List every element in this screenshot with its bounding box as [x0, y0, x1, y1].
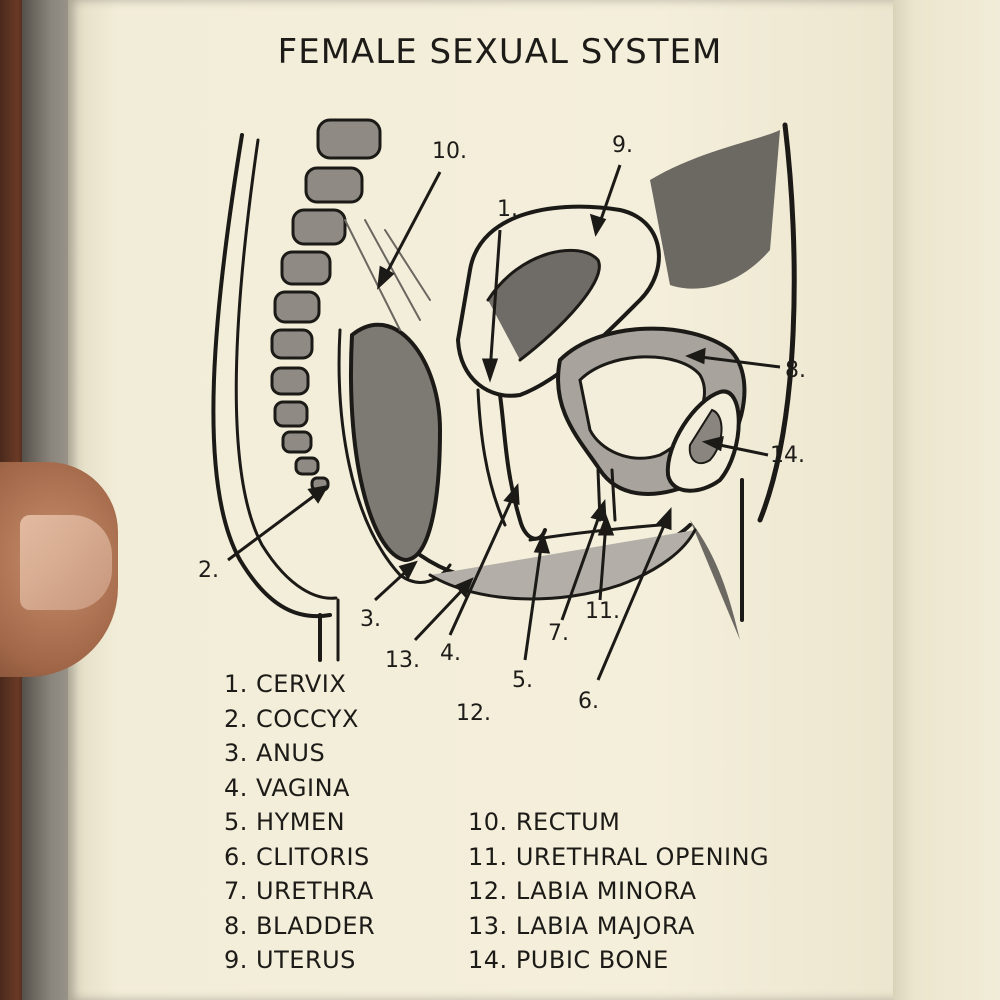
- callout-13: 13.: [385, 648, 420, 673]
- callout-11: 11.: [585, 599, 620, 624]
- legend-item: 2. COCCYX: [224, 704, 359, 733]
- callout-5: 5.: [512, 668, 533, 693]
- callout-2: 2.: [198, 558, 219, 583]
- legend-item: 11. URETHRAL OPENING: [468, 842, 770, 871]
- callout-labels: 1. 2. 3. 4. 5. 6. 7. 8. 9. 10. 11. 12. 1…: [198, 133, 806, 726]
- thumbnail: [20, 515, 112, 610]
- page-title: FEMALE SEXUAL SYSTEM: [277, 32, 723, 72]
- callout-10: 10.: [432, 139, 467, 164]
- legend-item: 14. PUBIC BONE: [468, 946, 669, 974]
- callout-arrows: [227, 164, 781, 681]
- legend-item: 3. ANUS: [224, 739, 326, 767]
- callout-9: 9.: [612, 133, 633, 158]
- legend-item: 12. LABIA MINORA: [468, 877, 697, 905]
- legend-right: 10. RECTUM 11. URETHRAL OPENING 12. LABI…: [468, 805, 769, 978]
- legend-item: 8. BLADDER: [224, 911, 376, 940]
- callout-1: 1.: [497, 197, 518, 222]
- legend-item: 4. VAGINA: [224, 773, 350, 802]
- callout-8: 8.: [785, 358, 806, 383]
- callout-3: 3.: [360, 607, 381, 632]
- callout-7: 7.: [548, 621, 569, 646]
- callout-14: 14.: [770, 443, 805, 468]
- legend-item: 7. URETHRA: [224, 877, 374, 905]
- vertebrae: [270, 118, 382, 492]
- callout-4: 4.: [440, 641, 461, 666]
- legend-item: 13. LABIA MAJORA: [468, 911, 695, 940]
- diagram-illustration: [211, 118, 797, 662]
- callout-6: 6.: [578, 689, 599, 714]
- legend-left: 1. CERVIX 2. COCCYX 3. ANUS 4. VAGINA 5.…: [224, 667, 375, 978]
- legend-item: 1. CERVIX: [224, 670, 347, 698]
- legend-item: 5. HYMEN: [224, 808, 346, 836]
- legend-item: 9. UTERUS: [224, 946, 356, 974]
- callout-12: 12.: [456, 701, 491, 726]
- next-page-edge: [893, 0, 1000, 1000]
- legend-item: 10. RECTUM: [468, 808, 621, 836]
- legend-item: 6. CLITORIS: [224, 842, 370, 871]
